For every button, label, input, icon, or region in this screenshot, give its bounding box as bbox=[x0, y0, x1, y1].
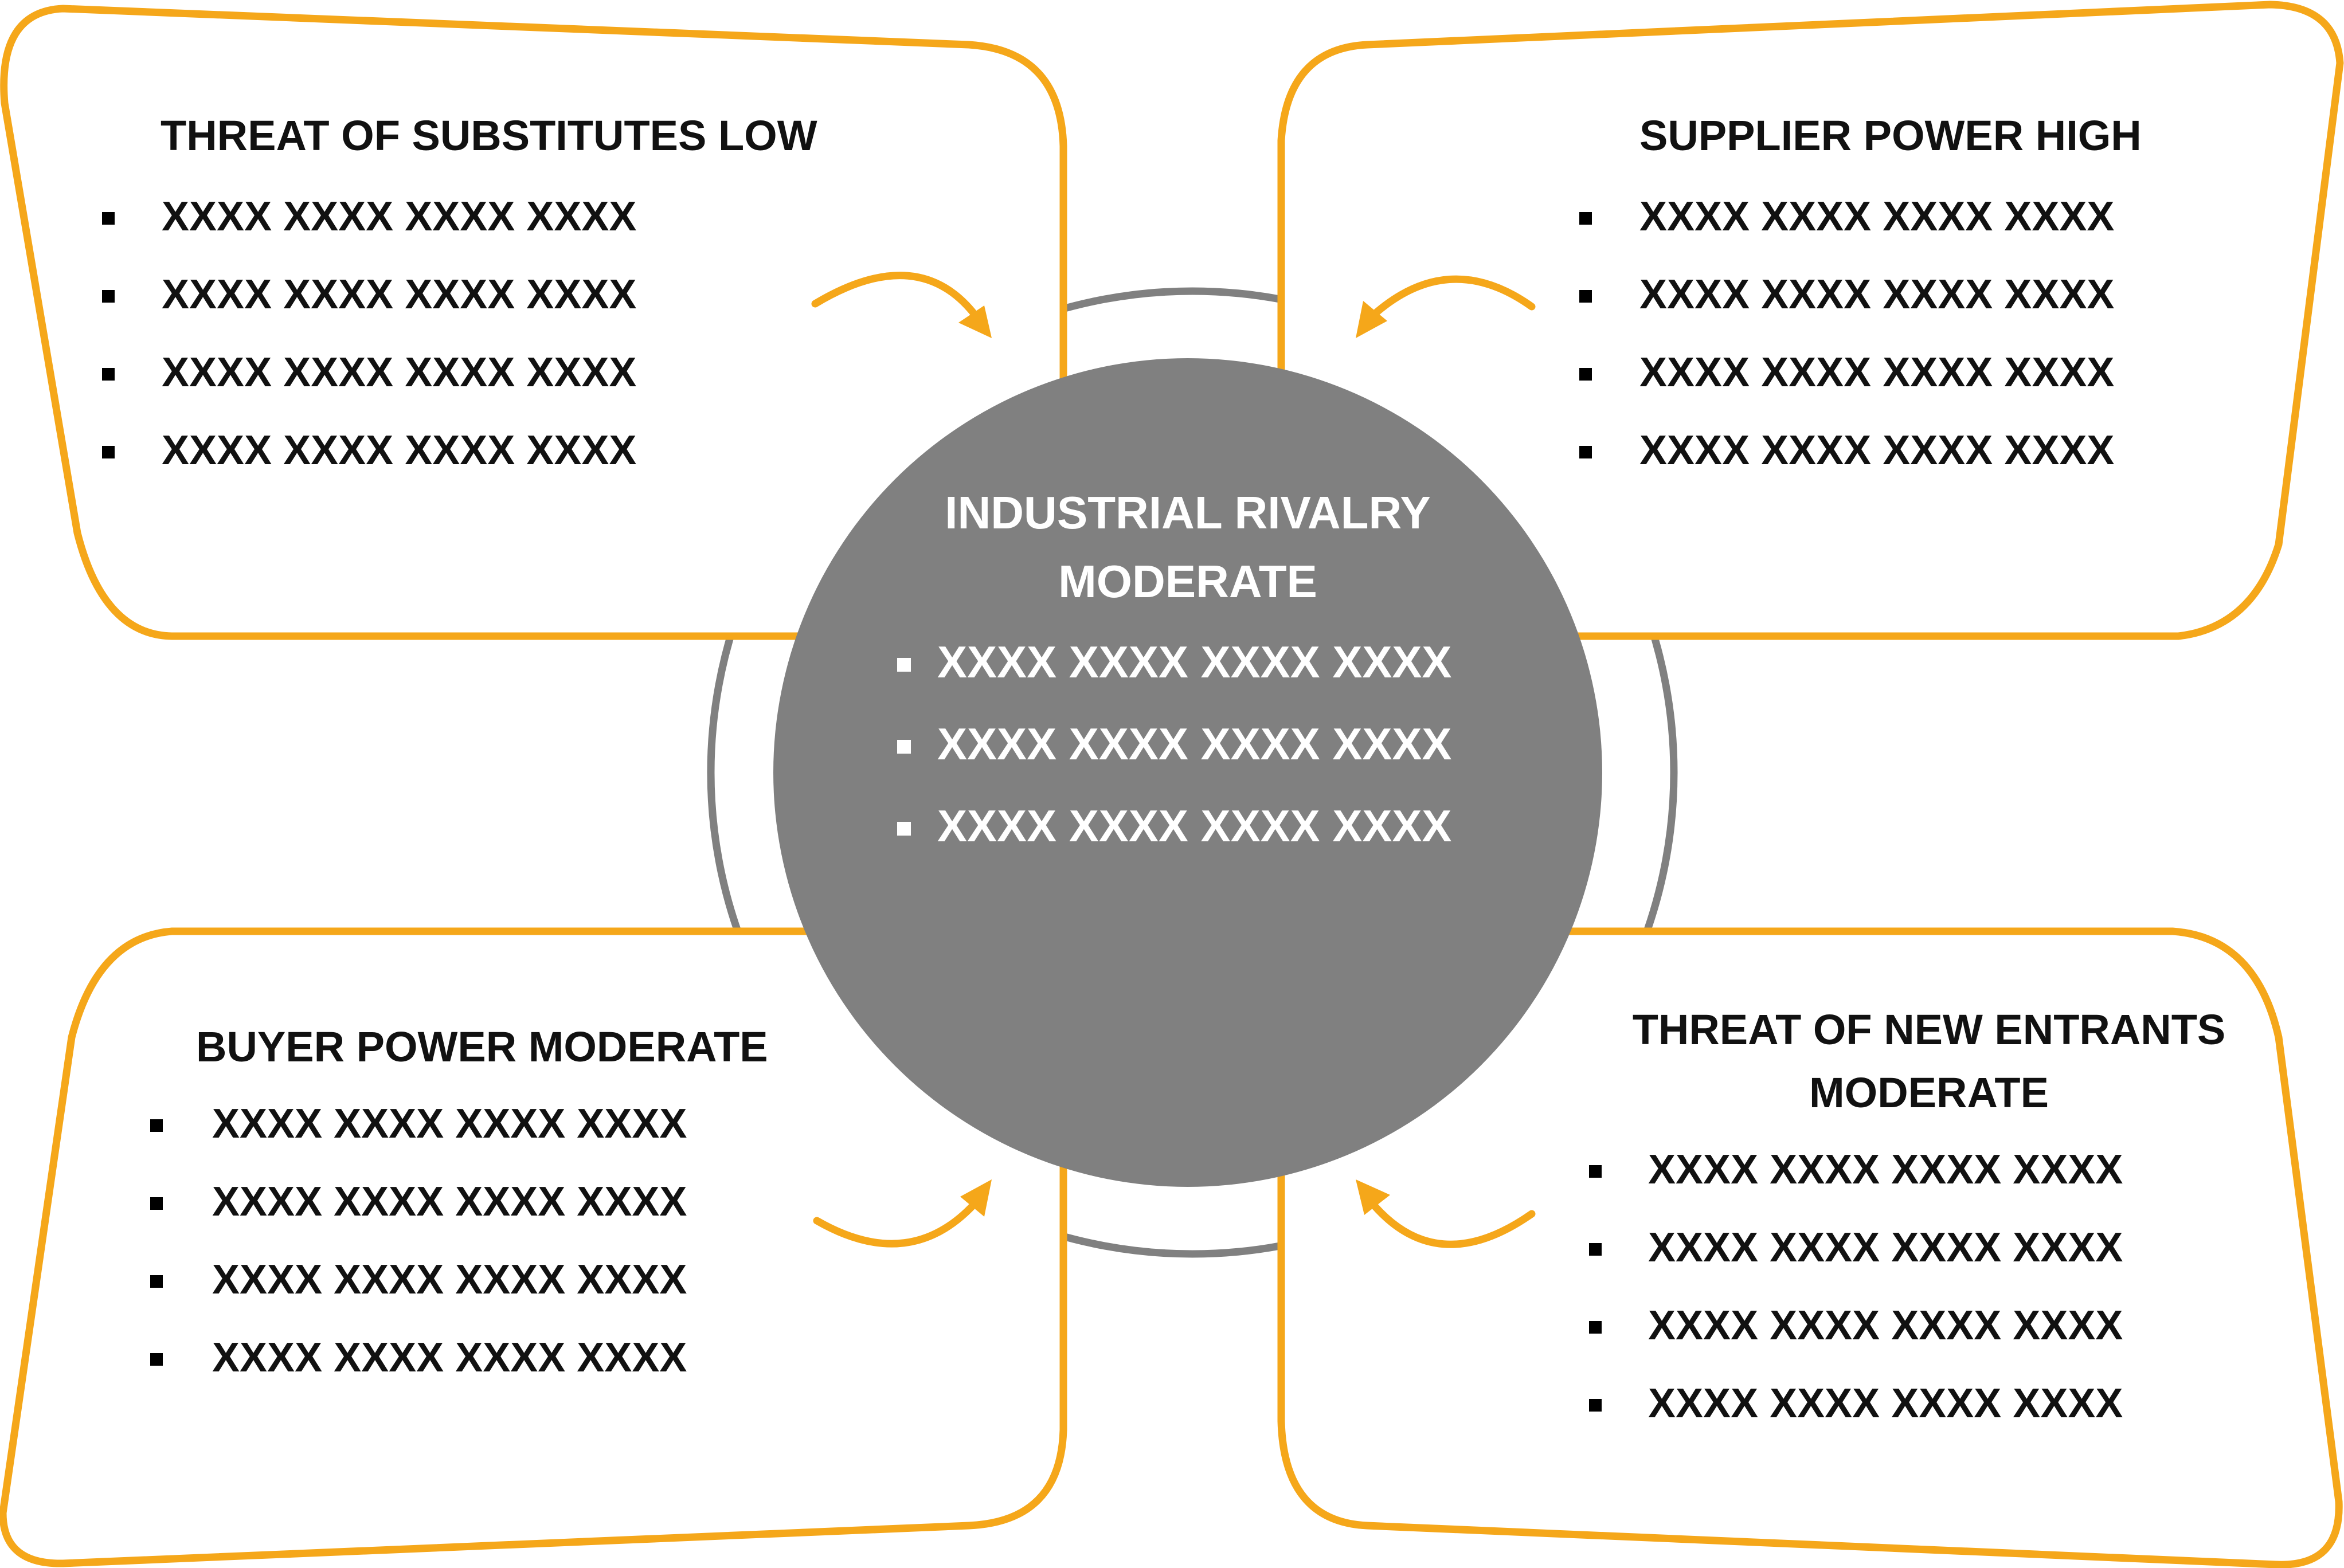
new_entrants-title-line: THREAT OF NEW ENTRANTS bbox=[1633, 1006, 2226, 1053]
bullet-icon bbox=[1589, 1321, 1602, 1334]
new_entrants-list-item: XXXX XXXX XXXX XXXX bbox=[1648, 1225, 2123, 1271]
supplier-list-item: XXXX XXXX XXXX XXXX bbox=[1639, 272, 2114, 317]
supplier-text: SUPPLIER POWER HIGH XXXX XXXX XXXX XXXX XX… bbox=[1579, 112, 2142, 473]
arrow-buyer-to-center-head bbox=[960, 1179, 992, 1217]
substitutes-box bbox=[0, 5, 1067, 640]
bullet-icon bbox=[1589, 1243, 1602, 1256]
supplier-box bbox=[1277, 1, 2344, 640]
new_entrants-list-item: XXXX XXXX XXXX XXXX bbox=[1648, 1147, 2123, 1193]
bullet-icon bbox=[1579, 368, 1592, 381]
new_entrants-list-item: XXXX XXXX XXXX XXXX bbox=[1648, 1303, 2123, 1349]
arrow-substitutes-to-center-head bbox=[958, 305, 992, 338]
outer-ring bbox=[707, 287, 1678, 1258]
bullet-icon bbox=[102, 290, 115, 303]
supplier-list-item: XXXX XXXX XXXX XXXX bbox=[1639, 350, 2114, 395]
buyer-title-line: BUYER POWER MODERATE bbox=[196, 1023, 768, 1071]
new-entrants-box bbox=[1277, 927, 2343, 1568]
bullet-icon bbox=[897, 658, 911, 672]
arrow-new-entrants-to-center-head bbox=[1356, 1179, 1390, 1215]
center-title-line: MODERATE bbox=[1058, 556, 1317, 607]
center-title-line: INDUSTRIAL RIVALRY bbox=[945, 487, 1430, 538]
bullet-icon bbox=[1579, 290, 1592, 303]
substitutes-list-item: XXXX XXXX XXXX XXXX bbox=[162, 428, 636, 473]
new_entrants-title-line: MODERATE bbox=[1809, 1069, 2049, 1116]
substitutes-list-item: XXXX XXXX XXXX XXXX bbox=[162, 272, 636, 317]
supplier-title-line: SUPPLIER POWER HIGH bbox=[1639, 112, 2142, 159]
bullet-icon bbox=[150, 1197, 163, 1210]
arrow-supplier-to-center bbox=[1366, 275, 1536, 322]
bullet-icon bbox=[102, 368, 115, 381]
new-entrants-text: THREAT OF NEW ENTRANTS MODERATE XXXX XXXX … bbox=[1589, 1006, 2225, 1426]
substitutes-text: THREAT OF SUBSTITUTES LOW XXXX XXXX XXXX … bbox=[102, 112, 817, 473]
buyer-list-item: XXXX XXXX XXXX XXXX bbox=[212, 1179, 687, 1225]
bullet-icon bbox=[150, 1119, 163, 1132]
arrow-supplier-to-center-head bbox=[1356, 301, 1387, 338]
center-list-item: XXXX XXXX XXXX XXXX bbox=[937, 637, 1451, 687]
bullet-icon bbox=[102, 212, 115, 225]
bullet-icon bbox=[150, 1275, 163, 1288]
bullet-icon bbox=[1589, 1165, 1602, 1178]
supplier-list-item: XXXX XXXX XXXX XXXX bbox=[1639, 428, 2114, 473]
buyer-text: BUYER POWER MODERATE XXXX XXXX XXXX XXXX X… bbox=[150, 1023, 768, 1381]
supplier-list-item: XXXX XXXX XXXX XXXX bbox=[1639, 194, 2114, 240]
bullet-icon bbox=[102, 446, 115, 458]
buyer-box bbox=[0, 927, 1067, 1567]
bullet-icon bbox=[1589, 1399, 1602, 1412]
buyer-list-item: XXXX XXXX XXXX XXXX bbox=[212, 1335, 687, 1381]
bullet-icon bbox=[897, 740, 911, 754]
bullet-icon bbox=[897, 822, 911, 836]
bullet-icon bbox=[1579, 446, 1592, 458]
arrow-buyer-to-center bbox=[813, 1197, 981, 1248]
new_entrants-list-item: XXXX XXXX XXXX XXXX bbox=[1648, 1381, 2123, 1426]
center-list-item: XXXX XXXX XXXX XXXX bbox=[937, 719, 1451, 769]
arrow-substitutes-to-center bbox=[811, 272, 981, 322]
arrow-new-entrants-to-center bbox=[1366, 1197, 1536, 1248]
substitutes-title-line: THREAT OF SUBSTITUTES LOW bbox=[161, 112, 817, 159]
buyer-list-item: XXXX XXXX XXXX XXXX bbox=[212, 1101, 687, 1147]
substitutes-list-item: XXXX XXXX XXXX XXXX bbox=[162, 194, 636, 240]
center-list-item: XXXX XXXX XXXX XXXX bbox=[937, 801, 1451, 851]
substitutes-list-item: XXXX XXXX XXXX XXXX bbox=[162, 350, 636, 395]
bullet-icon bbox=[150, 1353, 163, 1366]
center-text: INDUSTRIAL RIVALRY MODERATE XXXX XXXX XXXX… bbox=[897, 487, 1451, 851]
bullet-icon bbox=[1579, 212, 1592, 225]
center-circle bbox=[773, 358, 1602, 1187]
buyer-list-item: XXXX XXXX XXXX XXXX bbox=[212, 1257, 687, 1303]
